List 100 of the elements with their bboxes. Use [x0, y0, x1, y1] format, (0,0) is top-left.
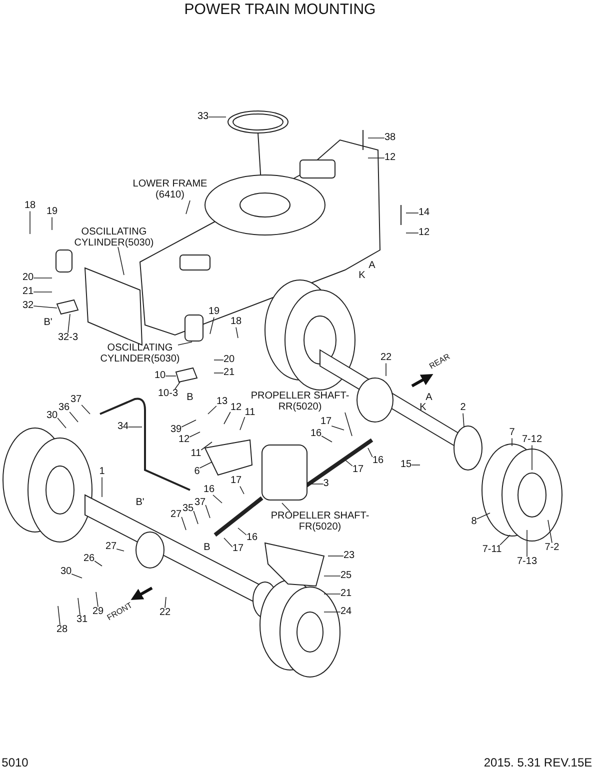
leader-line — [164, 596, 166, 608]
callout-number: 16 — [310, 428, 322, 440]
callout-number: 16 — [246, 532, 258, 544]
reference-letter: B — [204, 542, 210, 554]
leader-line — [476, 512, 490, 520]
reference-letter: B — [186, 392, 194, 404]
leader-line — [68, 314, 70, 334]
leader-line — [116, 548, 124, 552]
callout-number: 30 — [60, 566, 72, 578]
leader-line — [240, 486, 244, 494]
assembly-label: PROPELLER SHAFT-FR(5020) — [270, 512, 370, 532]
leader-line — [212, 494, 222, 504]
callout-number: 28 — [56, 624, 68, 636]
leader-line — [186, 200, 190, 214]
mounting-plate — [56, 299, 79, 315]
callout-number: 7-2 — [544, 542, 560, 554]
page-title: POWER TRAIN MOUNTING — [184, 2, 376, 18]
leader-line — [208, 406, 217, 414]
leader-line — [71, 574, 82, 578]
reference-letter: K — [420, 402, 426, 414]
callout-number: 18 — [230, 316, 242, 328]
revision-date: 2015. 5.31 REV.15E — [484, 756, 592, 770]
callout-number: 11 — [190, 448, 202, 460]
callout-number: 29 — [92, 606, 104, 618]
callout-number: 21 — [223, 368, 235, 378]
callout-number: 20 — [223, 354, 235, 366]
leader-line — [78, 598, 80, 616]
callout-number: 17 — [232, 544, 244, 554]
leader-line — [128, 426, 142, 428]
leader-line — [224, 538, 233, 548]
reference-letter: K — [358, 270, 366, 282]
callout-number: 25 — [340, 570, 352, 582]
callout-number: 23 — [343, 550, 355, 562]
leader-line — [282, 502, 290, 512]
leader-line — [240, 416, 246, 430]
leader-line — [238, 528, 247, 536]
reference-letter: A — [368, 260, 376, 272]
leader-line — [181, 516, 186, 530]
callout-number: 10 — [154, 370, 166, 382]
callout-number: 27 — [170, 510, 182, 520]
callout-number: 37 — [194, 498, 206, 508]
callout-number: 7 — [509, 428, 515, 438]
callout-number: 27 — [105, 542, 117, 552]
callout-number: 21 — [340, 588, 352, 600]
leader-line — [214, 372, 224, 374]
leader-line — [81, 404, 90, 414]
callout-number: 32-3 — [58, 332, 78, 344]
callout-number: 22 — [380, 352, 392, 364]
callout-number: 10-3 — [158, 388, 178, 400]
callout-number: 21 — [22, 286, 34, 298]
callout-number: 12 — [178, 434, 190, 446]
reference-letter: B' — [44, 318, 52, 328]
callout-number: 12 — [384, 152, 396, 164]
leader-line — [406, 232, 419, 234]
leader-line — [368, 448, 373, 458]
callout-number: 1 — [99, 466, 105, 478]
callout-number: 3 — [323, 478, 329, 490]
leader-line — [118, 246, 124, 276]
leader-line — [406, 212, 419, 214]
leader-line — [208, 116, 226, 118]
leader-line — [500, 534, 510, 546]
leader-line — [321, 436, 332, 442]
callout-number: 17 — [230, 476, 242, 486]
callout-number: 2 — [460, 402, 466, 414]
callout-number: 12 — [230, 402, 242, 414]
callout-number: 17 — [352, 464, 364, 476]
callout-number: 36 — [58, 402, 70, 414]
callout-number: 22 — [159, 608, 171, 618]
mounting-plate — [175, 367, 198, 383]
leader-line — [411, 464, 420, 466]
leader-line — [94, 560, 102, 566]
leader-line — [69, 412, 78, 422]
callout-number: 26 — [83, 554, 95, 564]
leader-line — [224, 412, 231, 424]
leader-line — [331, 426, 344, 430]
callout-number: 7-11 — [482, 544, 502, 556]
leader-line — [236, 326, 238, 338]
leader-line — [189, 432, 200, 438]
callout-number: 7-12 — [522, 434, 542, 446]
leader-line — [199, 462, 212, 468]
leader-line — [526, 530, 528, 558]
callout-number: 38 — [384, 132, 396, 144]
callout-number: 37 — [70, 394, 82, 406]
callout-number: 18 — [24, 200, 36, 212]
callout-number: 6 — [194, 466, 200, 478]
leader-line — [462, 412, 464, 428]
leader-line — [548, 520, 552, 544]
callout-number: 16 — [372, 456, 384, 466]
leader-line — [33, 306, 58, 308]
callout-number: 11 — [244, 408, 256, 418]
leader-line — [57, 418, 66, 428]
callout-number: 15 — [400, 460, 412, 470]
callout-number: 32 — [22, 300, 34, 312]
callout-number: 12 — [418, 228, 430, 238]
leader-line — [200, 442, 212, 450]
callout-number: 34 — [117, 422, 129, 432]
callout-number: 30 — [46, 410, 58, 422]
callout-number: 8 — [471, 516, 477, 528]
leader-line — [193, 510, 198, 524]
assembly-label: OSCILLATING CYLINDER(5030) — [100, 344, 180, 364]
